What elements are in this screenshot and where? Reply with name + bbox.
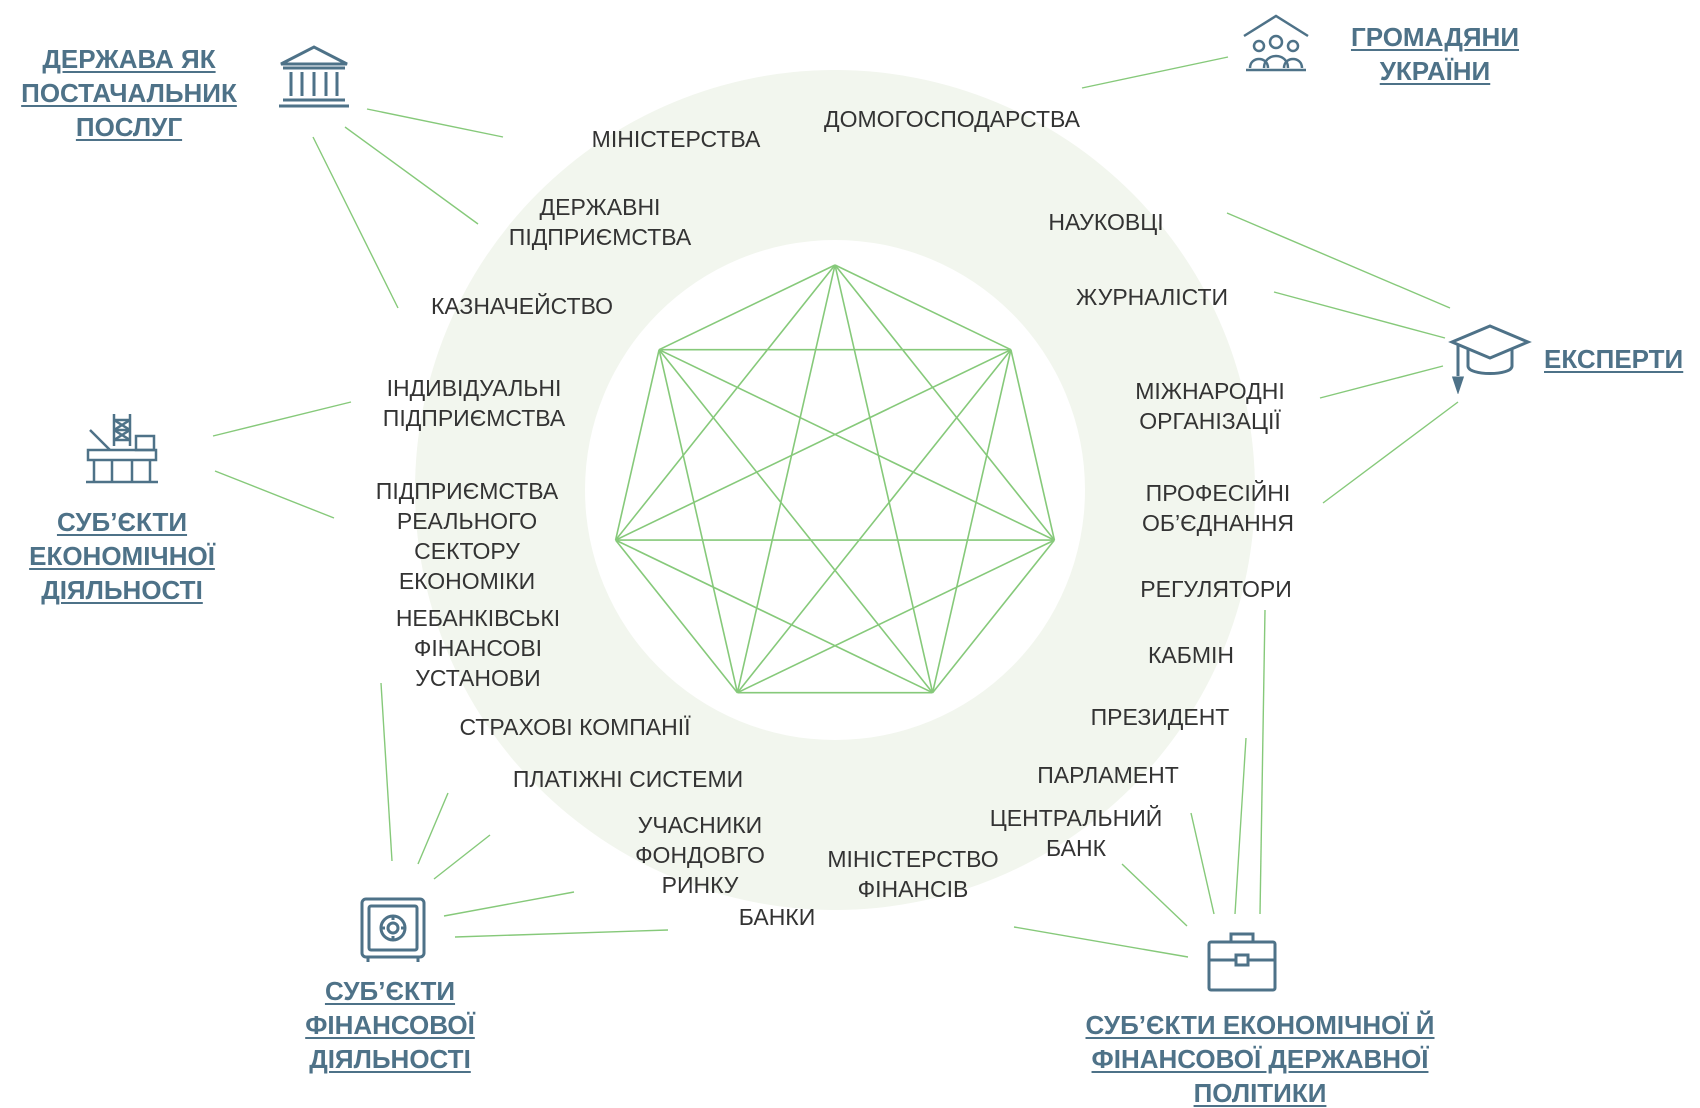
- category-financial-label[interactable]: СУБ’ЄКТИ ФІНАНСОВОЇ ДІЯЛЬНОСТІ: [305, 976, 475, 1074]
- node-payment-systems: ПЛАТІЖНІ СИСТЕМИ: [512, 766, 744, 792]
- heptagram-edge: [658, 349, 934, 694]
- heptagram-edge: [658, 348, 1055, 541]
- node-central-bank: ЦЕНТРАЛЬНИЙ БАНК: [989, 805, 1163, 861]
- heptagram-edge: [736, 264, 836, 693]
- connector-line: [1013, 926, 1189, 958]
- connector-line: [1121, 863, 1188, 927]
- connector-line: [1226, 212, 1451, 309]
- connector-line: [214, 470, 335, 519]
- heptagram-edge: [615, 539, 933, 694]
- node-state-enterprises: ДЕРЖАВНІ ПІДПРИЄМСТВА: [508, 194, 692, 250]
- inner-circle: [585, 240, 1085, 740]
- category-policy-label[interactable]: СУБ’ЄКТИ ЕКОНОМІЧНОЇ Й ФІНАНСОВОЇ ДЕРЖАВ…: [1085, 1010, 1435, 1108]
- node-intl-orgs: МІЖНАРОДНІ ОРГАНІЗАЦІЇ: [1135, 378, 1285, 434]
- government-building-icon[interactable]: [277, 44, 351, 110]
- node-stock-market: УЧАСНИКИ ФОНДОВГО РИНКУ: [635, 812, 765, 898]
- people-house-icon[interactable]: [1240, 12, 1312, 74]
- category-economic-label[interactable]: СУБ’ЄКТИ ЕКОНОМІЧНОЇ ДІЯЛЬНОСТІ: [29, 507, 215, 605]
- heptagram-edge: [614, 264, 836, 541]
- node-prof-associations: ПРОФЕСІЙНІ ОБ’ЄДНАННЯ: [1142, 480, 1294, 536]
- node-banks: БАНКИ: [738, 904, 816, 930]
- briefcase-icon[interactable]: [1205, 928, 1279, 994]
- heptagram-edge: [658, 349, 739, 693]
- category-experts-label[interactable]: ЕКСПЕРТИ: [1544, 344, 1684, 374]
- safe-icon[interactable]: [358, 895, 428, 965]
- heptagram-edge: [615, 348, 1012, 541]
- heptagram-edge: [931, 349, 1012, 693]
- node-insurance: СТРАХОВІ КОМПАНІЇ: [459, 714, 691, 740]
- connector-line: [1081, 56, 1229, 89]
- connector-line: [1259, 609, 1266, 915]
- heptagram-edge: [614, 349, 660, 541]
- heptagram-edge: [834, 264, 1012, 351]
- connector-line: [380, 682, 393, 862]
- connector-line: [433, 834, 491, 880]
- node-nonbank: НЕБАНКІВСЬКІ ФІНАНСОВІ УСТАНОВИ: [395, 605, 561, 691]
- heptagram-edge: [736, 349, 1012, 694]
- node-president: ПРЕЗИДЕНТ: [1090, 704, 1230, 730]
- connector-lines: [212, 56, 1459, 958]
- node-households: ДОМОГОСПОДАРСТВА: [824, 106, 1080, 132]
- graduation-cap-icon[interactable]: [1448, 318, 1532, 394]
- connector-line: [312, 136, 399, 309]
- heptagram-edge: [737, 539, 1055, 694]
- heptagram-edge: [834, 264, 1056, 541]
- node-scientists: НАУКОВЦІ: [1048, 209, 1164, 235]
- connector-line: [417, 792, 449, 865]
- heptagram-edge: [1010, 349, 1056, 541]
- connector-line: [1190, 812, 1215, 915]
- connector-line: [454, 929, 669, 938]
- node-treasury: КАЗНАЧЕЙСТВО: [430, 293, 614, 319]
- connector-line: [344, 126, 479, 225]
- heptagram-edge: [658, 264, 836, 351]
- connector-line: [1322, 401, 1459, 504]
- heptagram: [614, 264, 1056, 694]
- connector-line: [366, 108, 504, 138]
- connector-line: [212, 401, 352, 437]
- heptagram-edge: [834, 264, 934, 693]
- node-parliament: ПАРЛАМЕНТ: [1037, 762, 1179, 788]
- node-ministries: МІНІСТЕРСТВА: [591, 126, 761, 152]
- category-state-label[interactable]: ДЕРЖАВА ЯК ПОСТАЧАЛЬНИК ПОСЛУГ: [21, 44, 237, 142]
- connector-line: [443, 891, 575, 917]
- heptagram-edge: [614, 539, 739, 694]
- node-individual-enterprises: ІНДИВІДУАЛЬНІ ПІДПРИЄМСТВА: [382, 375, 566, 431]
- connector-line: [1234, 737, 1247, 915]
- connector-line: [1319, 365, 1444, 399]
- industrial-plant-icon[interactable]: [84, 410, 160, 486]
- node-regulators: РЕГУЛЯТОРИ: [1140, 576, 1292, 602]
- node-cabinet: КАБМІН: [1148, 642, 1234, 668]
- category-citizens-label[interactable]: ГРОМАДЯНИ УКРАЇНИ: [1350, 22, 1520, 86]
- node-finance-ministry: МІНІСТЕРСТВО ФІНАНСІВ: [827, 846, 999, 902]
- heptagram-edge: [931, 539, 1056, 694]
- node-real-sector: ПІДПРИЄМСТВА РЕАЛЬНОГО СЕКТОРУ ЕКОНОМІКИ: [375, 478, 559, 594]
- connector-line: [1273, 291, 1446, 339]
- node-journalists: ЖУРНАЛІСТИ: [1075, 284, 1229, 310]
